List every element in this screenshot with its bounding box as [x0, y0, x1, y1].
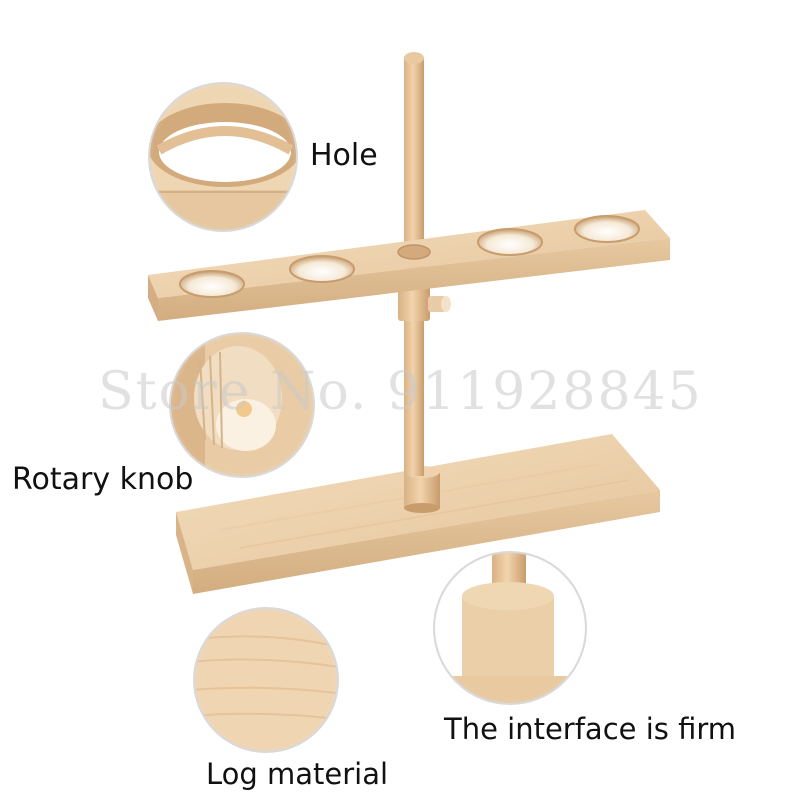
- label-log-material: Log material: [206, 757, 389, 791]
- label-interface: The interface is firm: [444, 712, 737, 746]
- hole-center: [397, 244, 431, 260]
- hole-2: [289, 255, 355, 283]
- store-watermark: Store No. 911928845: [98, 362, 703, 422]
- funnel-stand: [148, 52, 670, 594]
- detail-interface-closeup: [433, 551, 587, 705]
- clamp-block: [398, 285, 451, 321]
- label-rotary-knob: Rotary knob: [12, 462, 194, 497]
- label-hole: Hole: [310, 138, 378, 173]
- hole-1: [179, 270, 245, 298]
- hole-4: [574, 215, 640, 243]
- detail-hole-closeup: [148, 82, 298, 232]
- detail-knob-closeup: [169, 332, 315, 478]
- hole-3: [477, 228, 543, 256]
- funnel-holder-bar: [148, 210, 670, 321]
- detail-log-closeup: [193, 607, 339, 753]
